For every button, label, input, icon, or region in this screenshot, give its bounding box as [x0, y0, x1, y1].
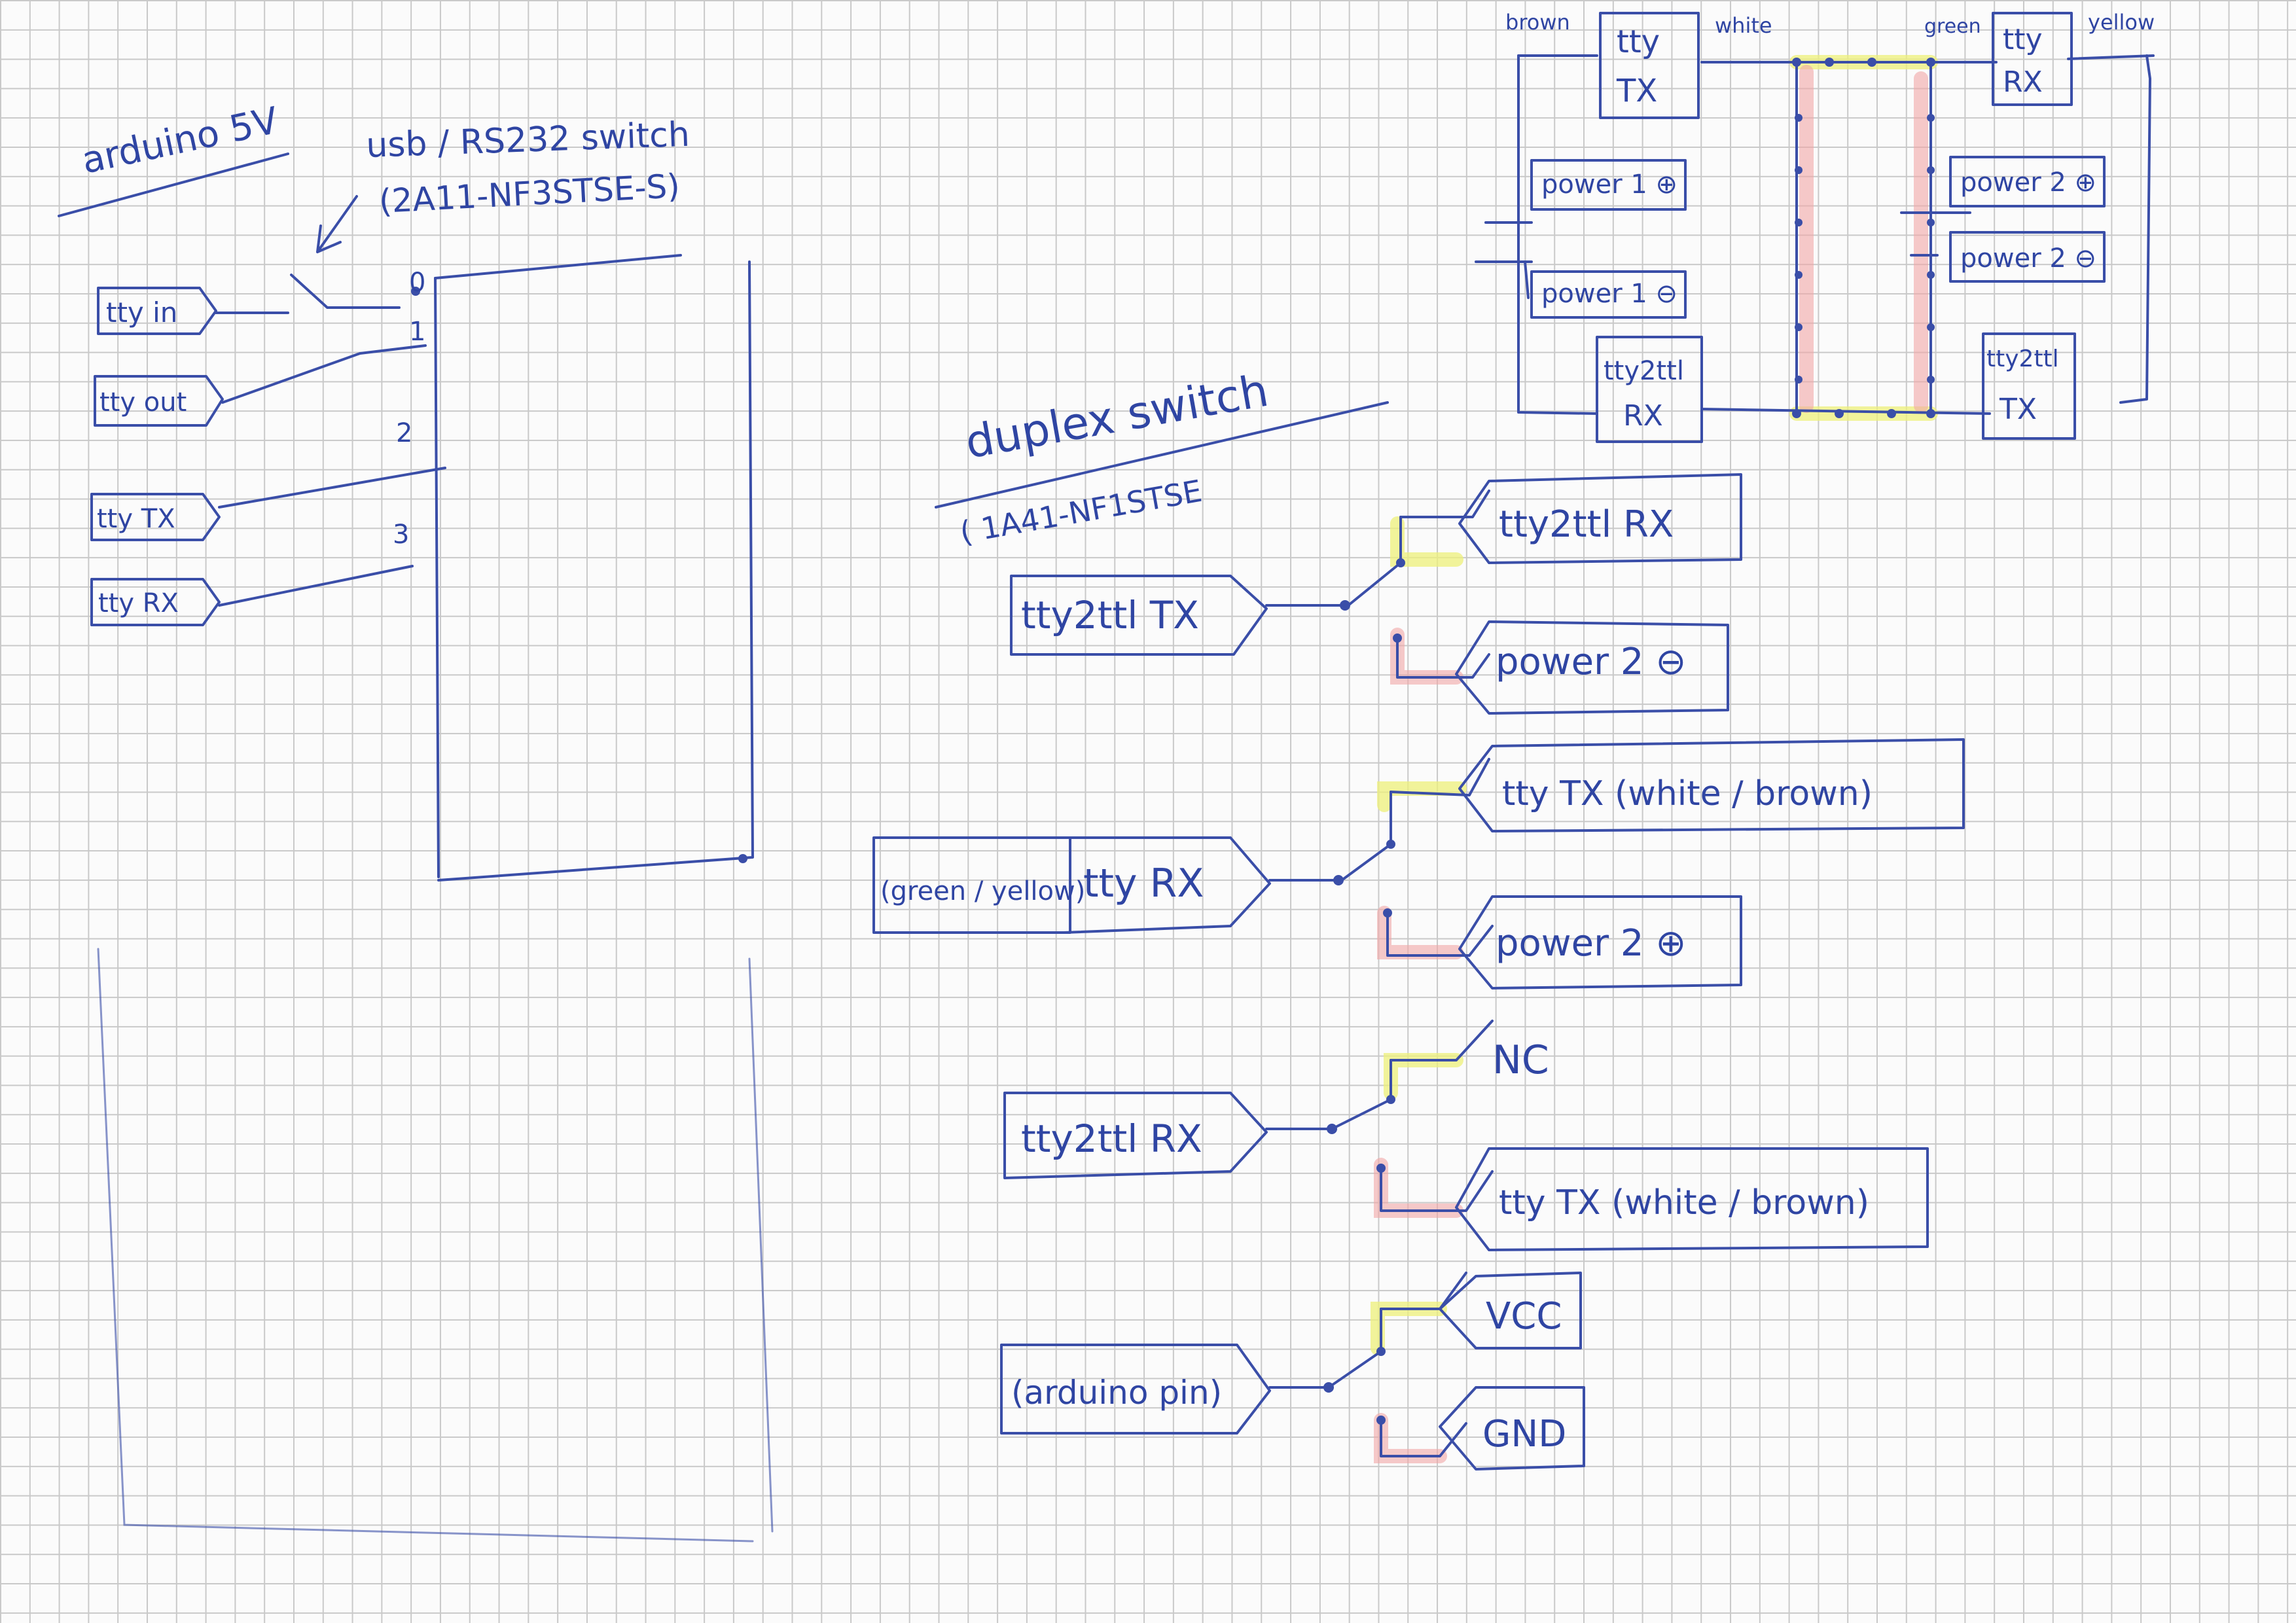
- svg-text:tty TX (white / brown): tty TX (white / brown): [1499, 1183, 1869, 1222]
- svg-text:power 1 ⊕: power 1 ⊕: [1541, 169, 1677, 200]
- bus-mid-left: [1475, 221, 1533, 299]
- second-frame: [97, 948, 774, 1543]
- switch-frame-right: [437, 260, 754, 882]
- block-tty-rx-top: tty RX: [1992, 12, 2073, 106]
- block-power2-minus: power 2 ⊖: [1949, 231, 2106, 283]
- duplex-part: ( 1A41-NF1STSE: [958, 473, 1205, 550]
- switch-frame-corner: [738, 854, 747, 863]
- pointer-arrow: [316, 195, 358, 253]
- wire-label-yellow: yellow: [2088, 10, 2155, 35]
- block-power1-plus: power 1 ⊕: [1530, 159, 1687, 211]
- input-tty-tx: tty TX: [90, 467, 446, 541]
- svg-text:tty2ttl: tty2ttl: [1604, 356, 1684, 386]
- svg-text:(arduino pin): (arduino pin): [1011, 1374, 1222, 1412]
- duplex-group-4: (arduino pin) VCC GND: [1000, 1272, 1585, 1471]
- svg-text:power 2 ⊕: power 2 ⊕: [1960, 168, 2096, 198]
- svg-text:tty: tty: [2003, 23, 2043, 56]
- input-tty-in: tty in: [97, 274, 401, 335]
- input-tty-out: tty out: [94, 344, 427, 427]
- pin-label-2: 2: [396, 418, 412, 448]
- svg-text:TX: TX: [1616, 73, 1657, 109]
- duplex-group-3: tty2ttl RX NC tty TX (white / brown): [1003, 1020, 1929, 1251]
- bus-top: [1517, 54, 2155, 63]
- switch-part: (2A11-NF3STSE-S): [378, 167, 681, 221]
- pin-label-1: 1: [409, 317, 425, 347]
- svg-text:tty TX (white / brown): tty TX (white / brown): [1502, 774, 1873, 813]
- arduino-title: arduino 5V: [78, 99, 281, 183]
- outer-bus-right: [2119, 54, 2151, 404]
- svg-text:tty RX: tty RX: [98, 588, 179, 618]
- arduino-title-underline: [58, 152, 289, 217]
- bus-mid-right: [1900, 211, 1971, 257]
- svg-text:GND: GND: [1482, 1413, 1566, 1455]
- svg-text:RX: RX: [1623, 399, 1663, 433]
- svg-text:tty2ttl RX: tty2ttl RX: [1499, 503, 1674, 546]
- duplex-title-underline: [935, 401, 1389, 508]
- svg-text:power 2 ⊕: power 2 ⊕: [1496, 922, 1686, 965]
- pin-label-3: 3: [393, 520, 409, 550]
- svg-text:VCC: VCC: [1486, 1295, 1562, 1338]
- block-tty2ttl-tx: tty2ttl TX: [1982, 332, 2076, 440]
- input-tty-rx: tty RX: [90, 565, 414, 626]
- svg-text:tty: tty: [1617, 24, 1660, 60]
- wire-label-brown: brown: [1505, 10, 1570, 35]
- svg-text:NC: NC: [1492, 1037, 1549, 1083]
- switch-title: usb / RS232 switch: [365, 115, 690, 166]
- switch-common-line: [434, 254, 682, 279]
- block-power1-minus: power 1 ⊖: [1530, 270, 1687, 319]
- svg-text:tty2ttl: tty2ttl: [1986, 346, 2059, 372]
- svg-text:power 2 ⊖: power 2 ⊖: [1960, 243, 2096, 274]
- switch-arm: [290, 274, 401, 309]
- svg-text:tty out: tty out: [99, 387, 187, 418]
- svg-text:tty TX: tty TX: [97, 504, 175, 534]
- left-section: arduino 5V usb / RS232 switch (2A11-NF3S…: [58, 99, 774, 1543]
- duplex-section: duplex switch ( 1A41-NF1STSE tty2ttl TX …: [872, 365, 1965, 1471]
- bus-bottom: [1700, 408, 1991, 415]
- svg-text:tty in: tty in: [106, 296, 177, 329]
- svg-text:RX: RX: [2003, 65, 2043, 99]
- svg-text:power 2 ⊖: power 2 ⊖: [1496, 641, 1686, 683]
- wire-label-white: white: [1715, 13, 1772, 38]
- svg-text:tty RX: tty RX: [1083, 861, 1204, 906]
- switch-pivot: [411, 287, 420, 296]
- block-tty-tx-top: tty TX: [1599, 12, 1700, 119]
- duplex-group-2: (green / yellow) tty RX tty TX (white / …: [872, 738, 1965, 990]
- svg-text:TX: TX: [1999, 393, 2037, 426]
- svg-text:(green / yellow): (green / yellow): [880, 876, 1085, 906]
- svg-text:power 1 ⊖: power 1 ⊖: [1541, 279, 1677, 309]
- wire-label-green: green: [1924, 15, 1981, 38]
- pin-label-0: 0: [409, 268, 425, 298]
- block-power2-plus: power 2 ⊕: [1949, 156, 2106, 207]
- top-right-wiring: brown white green yellow tty TX: [1475, 10, 2155, 443]
- duplex-title: duplex switch: [961, 365, 1272, 469]
- svg-text:tty2ttl TX: tty2ttl TX: [1021, 593, 1199, 637]
- duplex-group-1: tty2ttl TX tty2ttl RX power 2 ⊖: [1010, 473, 1742, 715]
- switch-frame-left: [434, 277, 440, 878]
- svg-text:tty2ttl RX: tty2ttl RX: [1021, 1116, 1202, 1161]
- outer-bus-left: [1517, 54, 1598, 415]
- bus-beads: [1792, 58, 1935, 418]
- block-tty2ttl-rx: tty2ttl RX: [1596, 336, 1703, 443]
